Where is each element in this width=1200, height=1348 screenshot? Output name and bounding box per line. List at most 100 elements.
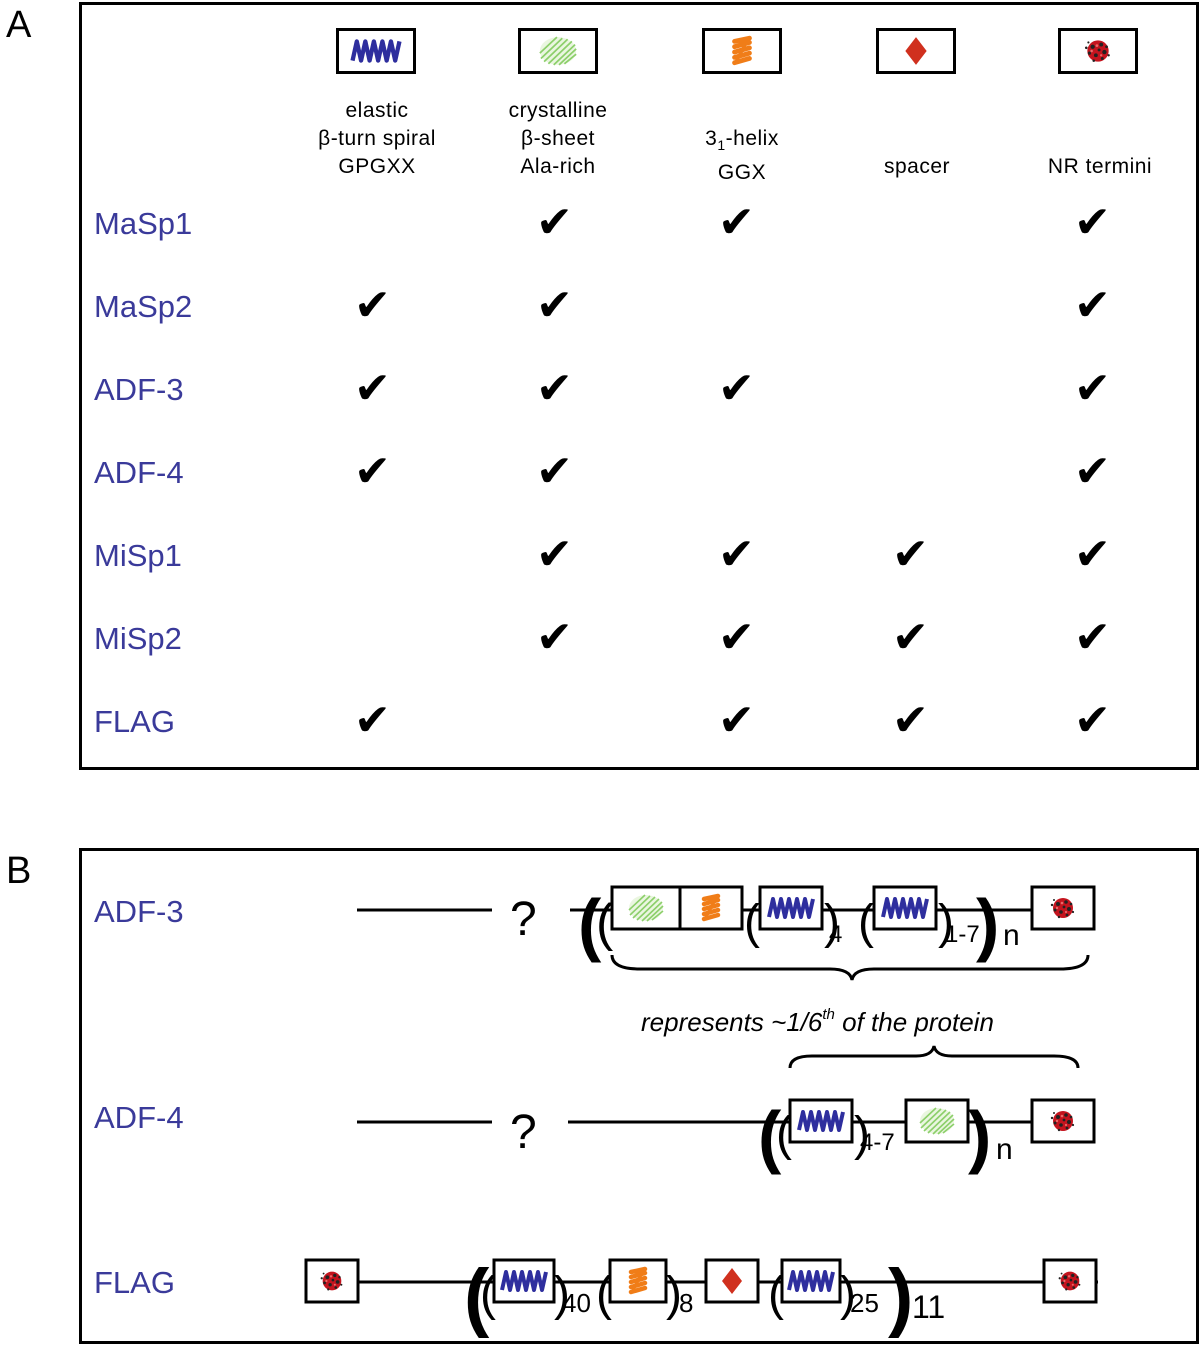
- check-mark-icon: ✔: [1074, 612, 1111, 663]
- panel-a-frame: [79, 2, 1199, 770]
- check-mark-icon: ✔: [1074, 529, 1111, 580]
- legend-termini-box: [1058, 28, 1138, 74]
- column-header-line: elastic: [345, 99, 409, 122]
- adf3-open-paren-inner: (: [596, 894, 614, 952]
- check-mark-icon: ✔: [354, 446, 391, 497]
- adf3-construct: ? ( ( ( ) 4 ( ) 1-7 ) n: [357, 885, 1096, 981]
- column-header-line: GGX: [717, 161, 767, 185]
- adf3-subscript-2: 1-7: [945, 921, 980, 948]
- adf3-brace: [610, 954, 1090, 981]
- adf4-paren-a: (: [776, 1108, 792, 1161]
- check-mark-icon: ✔: [536, 529, 573, 580]
- panel-b-frame: [79, 848, 1199, 1344]
- flag-subscript-1: 40: [562, 1288, 591, 1318]
- check-mark-icon: ✔: [892, 529, 929, 580]
- column-header-line: crystalline: [508, 99, 608, 122]
- check-mark-icon: ✔: [718, 197, 755, 248]
- check-mark-icon: ✔: [354, 280, 391, 331]
- check-mark-icon: ✔: [536, 612, 573, 663]
- check-mark-icon: ✔: [536, 197, 573, 248]
- check-mark-icon: ✔: [718, 612, 755, 663]
- represents-note: represents ~1/6th of the protein: [641, 1006, 994, 1037]
- row-label: MaSp2: [94, 289, 193, 324]
- helix-number: 3: [705, 127, 718, 150]
- column-header-termini: NR termini: [1005, 153, 1195, 181]
- adf4-close-paren-outer: ): [968, 1097, 991, 1175]
- note-main: represents ~1/6: [641, 1007, 823, 1037]
- adf3-helix-box: [678, 885, 744, 931]
- legend-crystalline-box: [518, 28, 598, 74]
- note-superscript: th: [822, 1006, 835, 1023]
- elastic-spring-icon: [769, 899, 813, 917]
- row-label: MaSp1: [94, 206, 193, 241]
- helix-subscript: 1: [717, 137, 726, 154]
- adf4-brace: [788, 1045, 1080, 1069]
- elastic-spring-icon: [883, 899, 927, 917]
- adf4-unknown-mark: ?: [510, 1106, 537, 1159]
- elastic-spring-icon: [502, 1272, 546, 1290]
- flag-paren-a: (: [480, 1268, 496, 1321]
- flag-subscript-3: 25: [850, 1288, 879, 1318]
- check-mark-icon: ✔: [718, 363, 755, 414]
- check-mark-icon: ✔: [1074, 695, 1111, 746]
- adf4-repeat-n: n: [996, 1133, 1013, 1166]
- check-mark-icon: ✔: [1074, 446, 1111, 497]
- check-mark-icon: ✔: [718, 529, 755, 580]
- adf3-paren-a: (: [744, 896, 760, 949]
- check-mark-icon: ✔: [536, 363, 573, 414]
- panel-a-letter: A: [6, 4, 32, 46]
- adf3-close-paren-outer: ): [976, 885, 999, 963]
- column-header-line: Ala-rich: [520, 155, 596, 178]
- adf3-termini-box: [1030, 885, 1096, 931]
- column-header-line: 31-helix: [647, 125, 837, 159]
- flag-paren-b: ): [554, 1268, 570, 1321]
- flag-construct: ( ( ) 40 ( ) 8 ( ) 25 ) 11: [304, 1254, 1098, 1339]
- note-tail: of the protein: [835, 1007, 994, 1037]
- adf3-paren-d: ): [938, 896, 954, 949]
- flag-paren-d: ): [666, 1268, 682, 1321]
- elastic-spring-icon: [789, 1272, 833, 1290]
- helix-word: -helix: [725, 127, 779, 150]
- check-mark-icon: ✔: [536, 280, 573, 331]
- flag-paren-e: (: [768, 1268, 784, 1321]
- adf3-unknown-mark: ?: [510, 893, 537, 946]
- column-header-line: β-turn spiral: [318, 127, 436, 150]
- column-header-line: spacer: [883, 155, 951, 178]
- flag-label: FLAG: [94, 1265, 175, 1300]
- check-mark-icon: ✔: [892, 695, 929, 746]
- column-header-line: β-sheet: [521, 127, 595, 150]
- check-mark-icon: ✔: [892, 612, 929, 663]
- column-header-spacer: spacer: [822, 153, 1012, 181]
- elastic-spring-icon: [799, 1112, 843, 1130]
- flag-termini-box-left: [304, 1258, 360, 1304]
- crystalline-sheet-icon: [919, 1107, 955, 1135]
- legend-helix-box: [702, 28, 782, 74]
- adf4-construct: ? ( ( ) 4-7 ) n: [357, 1097, 1096, 1175]
- adf4-open-paren-outer: (: [758, 1097, 782, 1175]
- adf4-paren-b: ): [854, 1108, 870, 1161]
- flag-paren-f: ): [840, 1268, 856, 1321]
- adf3-subscript-1: 4: [829, 921, 842, 948]
- row-label: MiSp2: [94, 621, 182, 656]
- panel-b-letter: B: [6, 850, 32, 892]
- check-mark-icon: ✔: [718, 695, 755, 746]
- adf3-paren-b: ): [824, 896, 840, 949]
- check-mark-icon: ✔: [354, 363, 391, 414]
- helix-icon: [631, 1269, 645, 1292]
- adf4-subscript-1: 4-7: [860, 1129, 895, 1156]
- adf3-paren-c: (: [858, 896, 874, 949]
- helix-icon: [704, 896, 718, 919]
- row-label: FLAG: [94, 704, 175, 739]
- row-label: MiSp1: [94, 538, 182, 573]
- legend-spacer-box: [876, 28, 956, 74]
- column-header-elastic: elastic β-turn spiral GPGXX: [282, 97, 472, 181]
- check-mark-icon: ✔: [1074, 280, 1111, 331]
- flag-open-paren-outer: (: [464, 1254, 490, 1339]
- flag-repeat-count: 11: [912, 1289, 945, 1325]
- check-mark-icon: ✔: [354, 695, 391, 746]
- check-mark-icon: ✔: [1074, 197, 1111, 248]
- column-header-line: GPGXX: [338, 155, 416, 178]
- flag-subscript-2: 8: [679, 1288, 693, 1318]
- legend-elastic-box: [336, 28, 416, 74]
